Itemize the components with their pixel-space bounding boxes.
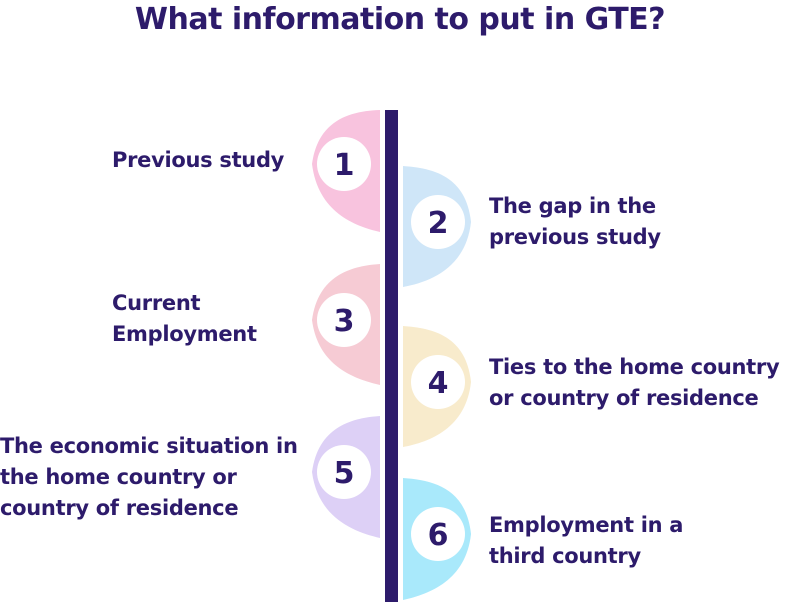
step-4-number: 4 (428, 366, 449, 401)
step-3-label: Current Employment (112, 291, 257, 346)
step-2-number: 2 (428, 206, 449, 241)
step-1-number: 1 (334, 148, 355, 183)
step-4-label: Ties to the home country or country of r… (489, 355, 780, 410)
step-4-marker: 4 (403, 326, 471, 447)
step-6-circle (411, 507, 465, 561)
step-2-marker: 2 (403, 166, 471, 287)
step-2-label: The gap in the previous study (489, 194, 661, 249)
timeline-axis (385, 110, 398, 602)
step-3-circle (317, 293, 371, 347)
step-6-number: 6 (428, 518, 449, 553)
step-5-label: The economic situation in the home count… (0, 434, 298, 520)
step-5-marker: 5 (312, 416, 380, 538)
step-6-marker: 6 (403, 478, 471, 600)
step-5-circle (317, 445, 371, 499)
step-1-label: Previous study (112, 148, 285, 172)
step-3-marker: 3 (312, 264, 380, 385)
step-6-label: Employment in a third country (489, 513, 684, 568)
step-1-marker: 1 (312, 110, 380, 232)
page-title: What information to put in GTE? (134, 2, 666, 37)
step-3-number: 3 (334, 304, 355, 339)
step-5-number: 5 (334, 456, 355, 491)
step-2-circle (411, 195, 465, 249)
step-4-circle (411, 355, 465, 409)
step-1-circle (317, 137, 371, 191)
